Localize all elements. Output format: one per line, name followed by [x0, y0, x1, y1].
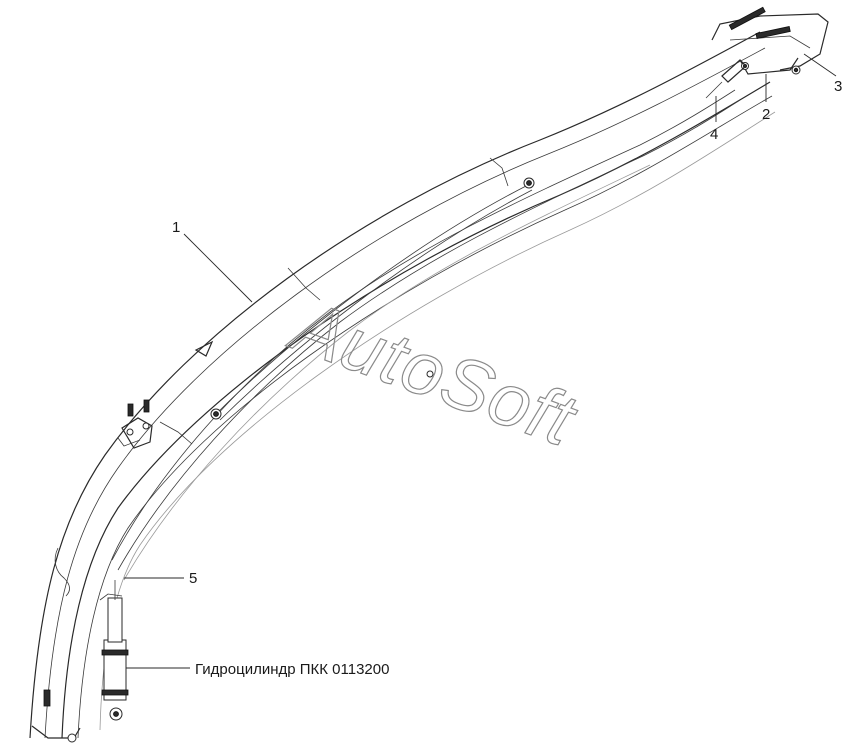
callout-3-label: 3 — [834, 78, 842, 95]
watermark-text: AutoSoft — [280, 283, 589, 463]
callout-2: 2 — [762, 74, 770, 123]
callout-1: 1 — [172, 219, 253, 303]
boom-arm — [29, 31, 776, 739]
mounting-bracket — [117, 399, 153, 449]
callout-4-label: 4 — [710, 126, 718, 143]
callout-5: 5 — [124, 570, 197, 587]
watermark: AutoSoft — [279, 282, 589, 463]
callout-4: 4 — [710, 96, 718, 143]
hydraulic-lines — [111, 89, 741, 581]
callout-5-label: 5 — [189, 570, 197, 587]
callout-1-label: 1 — [172, 219, 180, 236]
cylinder-label: Гидроцилиндр ПКК 0113200 — [195, 661, 389, 678]
callout-2-label: 2 — [762, 106, 770, 123]
callout-3: 3 — [803, 53, 842, 95]
callout-cylinder: Гидроцилиндр ПКК 0113200 — [126, 661, 389, 678]
hydraulic-cylinder — [31, 580, 129, 743]
boom-head — [705, 6, 829, 99]
